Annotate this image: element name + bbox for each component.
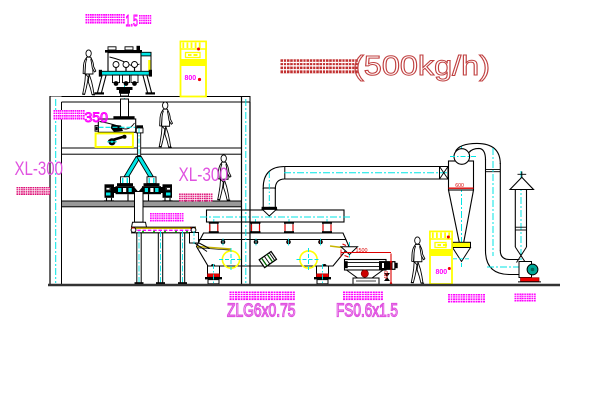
svg-text:ZLG6x0.75: ZLG6x0.75 xyxy=(227,301,296,321)
svg-text:XL-300: XL-300 xyxy=(179,165,229,186)
svg-text:450: 450 xyxy=(384,270,390,279)
svg-text:1.5: 1.5 xyxy=(126,13,139,30)
svg-text:350: 350 xyxy=(85,109,109,125)
svg-text:800: 800 xyxy=(185,75,197,82)
svg-text:800: 800 xyxy=(436,269,448,276)
svg-text:600: 600 xyxy=(455,183,464,189)
svg-text:FS0.6x1.5: FS0.6x1.5 xyxy=(336,301,398,321)
svg-text:XL-300: XL-300 xyxy=(15,159,64,180)
svg-text:(500kg/h): (500kg/h) xyxy=(353,50,490,81)
svg-text:1500: 1500 xyxy=(356,248,368,254)
